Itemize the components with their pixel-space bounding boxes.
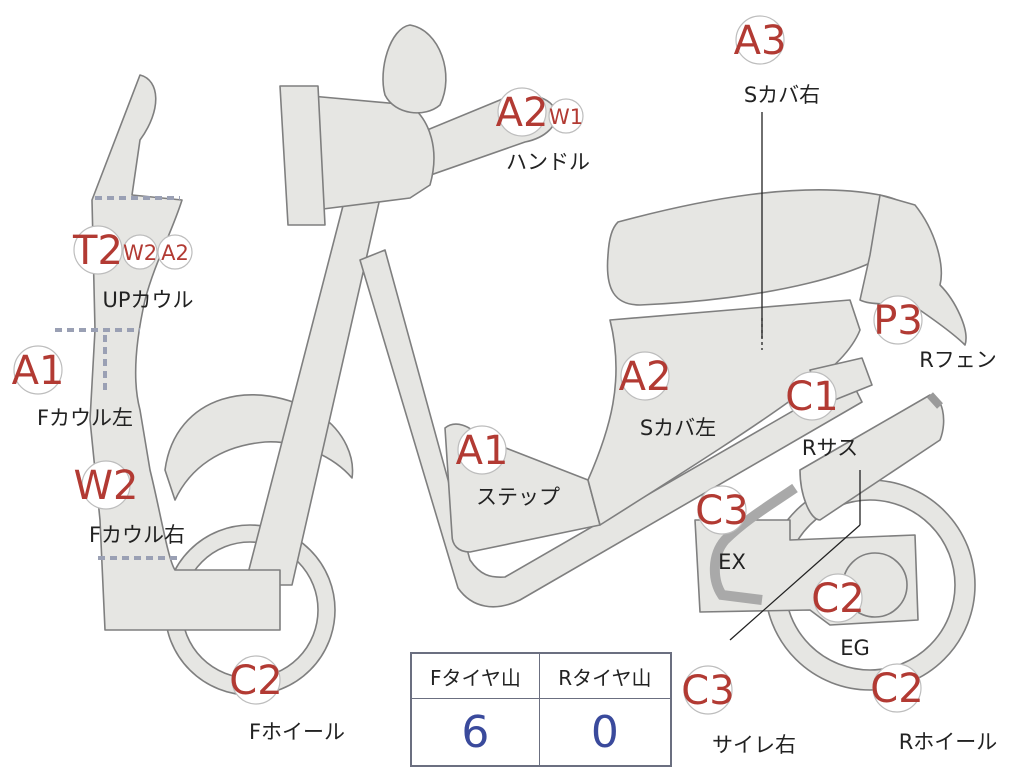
grade-code: C2: [870, 666, 923, 712]
tire-table-header-row: Fタイヤ山 Rタイヤ山: [410, 652, 672, 699]
part-label: EG: [840, 636, 870, 660]
grade-code: W1: [549, 105, 583, 129]
grade-mark-circle: [81, 460, 131, 510]
exhaust-pipe: [709, 483, 798, 605]
grade-code: A3: [734, 18, 787, 64]
part-label: Fホイール: [249, 720, 345, 744]
grade-mark-w1: W1: [548, 98, 584, 134]
part-label: EX: [718, 550, 746, 574]
front-tire-value: 6: [410, 698, 540, 767]
grade-mark-circle: [620, 351, 670, 401]
part-label: Rサス: [802, 436, 858, 460]
grade-code: A1: [456, 428, 509, 474]
rear-tire-value: 0: [538, 698, 672, 767]
tire-table-value-row: 6 0: [410, 698, 672, 767]
part-label: Rフェン: [919, 348, 997, 372]
rear-tire-header: Rタイヤ山: [538, 652, 672, 699]
grade-mark-circle: [872, 663, 922, 713]
part-label: Sカバ右: [744, 83, 820, 107]
part-label: Fカウル右: [89, 523, 185, 547]
grade-mark-a2: A2: [157, 234, 193, 270]
grade-mark-a1: A1 ステップ: [456, 425, 560, 509]
tire-tread-table: Fタイヤ山 Rタイヤ山 6 0: [410, 652, 672, 767]
grade-mark-circle: [548, 98, 584, 134]
muffler-tip: [927, 392, 943, 409]
grade-mark-circle: [457, 425, 507, 475]
grade-code: P3: [873, 298, 923, 344]
grade-mark-circle: [813, 573, 863, 623]
grade-mark-circle: [697, 485, 747, 535]
part-label: Sカバ左: [640, 416, 716, 440]
part-label: Rホイール: [899, 730, 998, 754]
grade-mark-a2: A2 ハンドル: [496, 87, 590, 174]
grade-mark-circle: [787, 371, 837, 421]
leader-サイレ右: [729, 524, 861, 641]
grade-mark-c3: C3 サイレ右: [681, 665, 796, 757]
grade-code: C2: [229, 658, 282, 704]
grade-code: A2: [619, 354, 672, 400]
grade-mark-circle: [231, 655, 281, 705]
grade-mark-circle: [873, 295, 923, 345]
headlight: [279, 85, 326, 226]
grade-mark-w2: W2: [122, 234, 158, 270]
grade-code: C3: [681, 668, 734, 714]
grade-mark-circle: [157, 234, 193, 270]
front-cowl: [89, 74, 281, 631]
part-label: ハンドル: [506, 150, 590, 174]
mirror: [382, 24, 447, 114]
part-label: UPカウル: [102, 288, 193, 312]
part-label: ステップ: [476, 485, 560, 509]
grade-mark-circle: [497, 87, 547, 137]
grade-code: W2: [123, 241, 157, 265]
grade-mark-circle: [13, 345, 63, 395]
grade-code: T2: [72, 228, 123, 274]
grade-code: A1: [12, 348, 65, 394]
grade-code: A2: [496, 90, 549, 136]
grade-mark-circle: [73, 225, 123, 275]
front-tire-header: Fタイヤ山: [410, 652, 540, 699]
grade-code: W2: [74, 463, 139, 509]
part-label: サイレ右: [712, 733, 796, 757]
grade-code: C1: [785, 374, 838, 420]
grade-code: C2: [811, 576, 864, 622]
front-fork: [244, 197, 381, 586]
part-label: Fカウル左: [37, 406, 133, 430]
grade-code: C3: [695, 488, 748, 534]
grade-code: A2: [161, 241, 189, 265]
grade-mark-circle: [683, 665, 733, 715]
grade-mark-circle: [735, 15, 785, 65]
grade-mark-circle: [122, 234, 158, 270]
